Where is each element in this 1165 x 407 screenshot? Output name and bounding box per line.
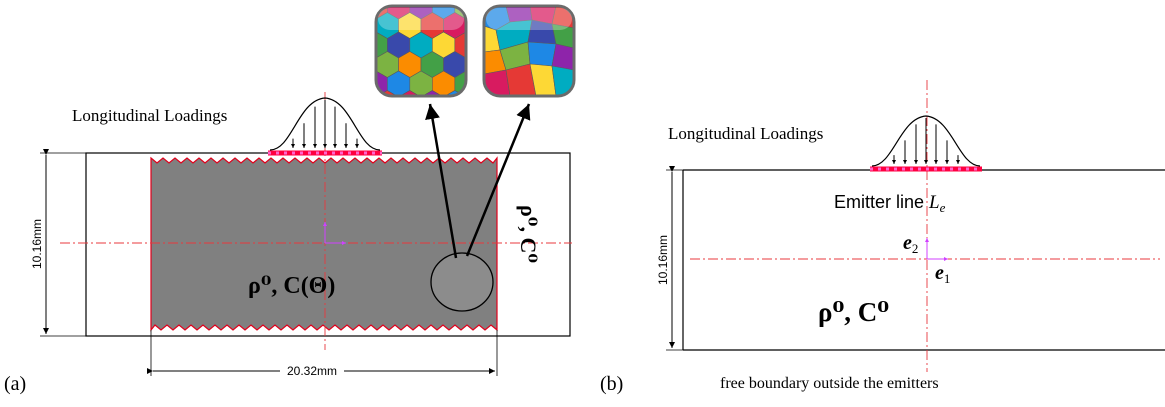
grain-image-uniform-gloss	[378, 8, 464, 30]
grain-image-irregular-gloss	[486, 8, 572, 30]
grain-cell	[465, 90, 466, 96]
grain-cell	[376, 51, 377, 78]
inner-material-label: ρ⁰, C(Θ)	[248, 273, 335, 299]
panel-b: Longitudinal Loadings Emitter line Le e2…	[600, 80, 1165, 395]
grain-cell	[387, 110, 410, 136]
basis-vector-e2: e2	[903, 232, 918, 256]
grain-cell	[551, 43, 574, 71]
grain-cell	[477, 110, 500, 136]
panel-label-a: (a)	[4, 373, 26, 395]
gaussian-loading-a	[269, 97, 381, 151]
grain-cell	[376, 12, 377, 39]
emitter-line-label: Emitter line Le	[834, 192, 946, 215]
grain-cell	[410, 110, 433, 136]
grain-cell	[421, 130, 444, 156]
height-dim-label-a: 10.16mm	[30, 219, 44, 269]
loading-label-a: Longitudinal Loadings	[72, 106, 227, 125]
grain-cell	[484, 69, 511, 96]
grain-cell	[342, 0, 365, 19]
grain-cell	[454, 31, 466, 59]
grain-cell	[489, 130, 512, 156]
grain-cell	[399, 130, 422, 156]
grain-cell	[466, 130, 489, 156]
grain-cell	[444, 130, 467, 156]
grain-cell	[529, 63, 557, 96]
gaussian-loading-b	[871, 115, 981, 167]
loading-arrows-a	[291, 100, 359, 148]
grain-cell	[342, 32, 365, 58]
height-dim-label-b: 10.16mm	[656, 235, 670, 285]
panel-a: Longitudinal Loadings 10.16mm 20.32mm ρ⁰…	[4, 0, 576, 395]
loading-label-b: Longitudinal Loadings	[668, 124, 823, 143]
grain-cell	[376, 90, 377, 96]
grain-image-irregular-frame	[482, 4, 576, 98]
grain-cell	[342, 71, 365, 97]
basis-vector-e1: e1	[935, 262, 950, 286]
outer-material-label: ρ⁰, C⁰	[516, 205, 541, 263]
loading-arrows-b	[892, 118, 960, 164]
width-dim-bg-a	[280, 362, 344, 378]
grain-image-uniform	[342, 0, 557, 156]
zoom-ellipse	[430, 252, 494, 312]
zoom-arrow-right	[465, 103, 531, 257]
boundary-label: free boundary outside the emitters	[720, 375, 939, 392]
grain-cell	[376, 6, 388, 20]
grain-cell	[551, 65, 574, 96]
grain-cell	[455, 110, 478, 136]
grain-image-irregular	[484, 6, 574, 96]
grain-cell	[534, 130, 557, 156]
zoom-arrow-left	[425, 103, 458, 259]
grain-cell	[365, 110, 388, 136]
grain-cell	[527, 41, 557, 67]
width-dim-label-a: 20.32mm	[287, 364, 337, 378]
grain-cell	[454, 6, 466, 20]
panel-label-b: (b)	[600, 373, 623, 395]
grain-cell	[551, 23, 574, 49]
grain-cell	[505, 63, 537, 96]
material-label-b: ρ⁰, C⁰	[818, 297, 889, 327]
grain-image-uniform-frame	[374, 4, 468, 98]
grain-cell	[500, 110, 523, 136]
